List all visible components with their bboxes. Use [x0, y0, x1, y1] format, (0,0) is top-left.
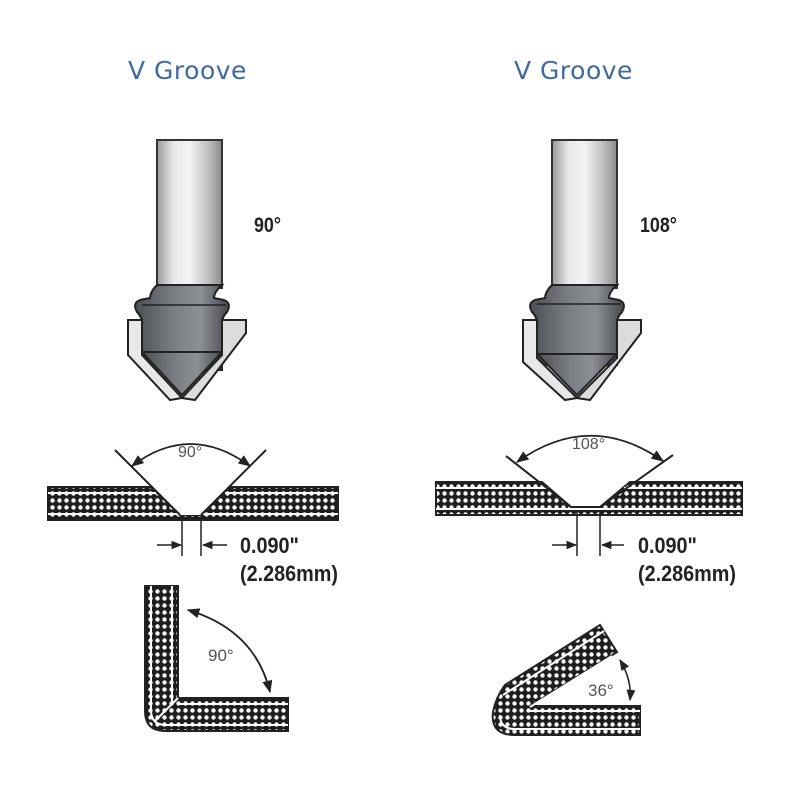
folded-panel-36 [491, 623, 641, 736]
groove-section-108 [435, 434, 743, 556]
right-tip-width: 0.090" (2.286mm) [638, 532, 736, 588]
router-bit-108 [522, 139, 642, 402]
left-tip-width-in: 0.090" [240, 533, 299, 558]
right-fold-angle: 36° [588, 681, 614, 700]
groove-section-90 [47, 443, 339, 556]
router-bit-90 [127, 139, 247, 402]
right-tip-width-in: 0.090" [638, 533, 697, 558]
folded-panel-90 [144, 585, 289, 732]
left-groove-angle: 90° [178, 444, 203, 461]
left-fold-angle: 90° [208, 646, 234, 665]
left-tip-width: 0.090" (2.286mm) [240, 532, 338, 588]
right-title: V Groove [514, 56, 633, 85]
left-tip-width-mm: (2.286mm) [240, 561, 338, 586]
right-bit-angle: 108° [640, 214, 677, 237]
right-tip-width-mm: (2.286mm) [638, 561, 736, 586]
left-bit-angle: 90° [254, 214, 282, 237]
left-title: V Groove [128, 56, 247, 85]
right-groove-angle: 108° [572, 436, 606, 453]
